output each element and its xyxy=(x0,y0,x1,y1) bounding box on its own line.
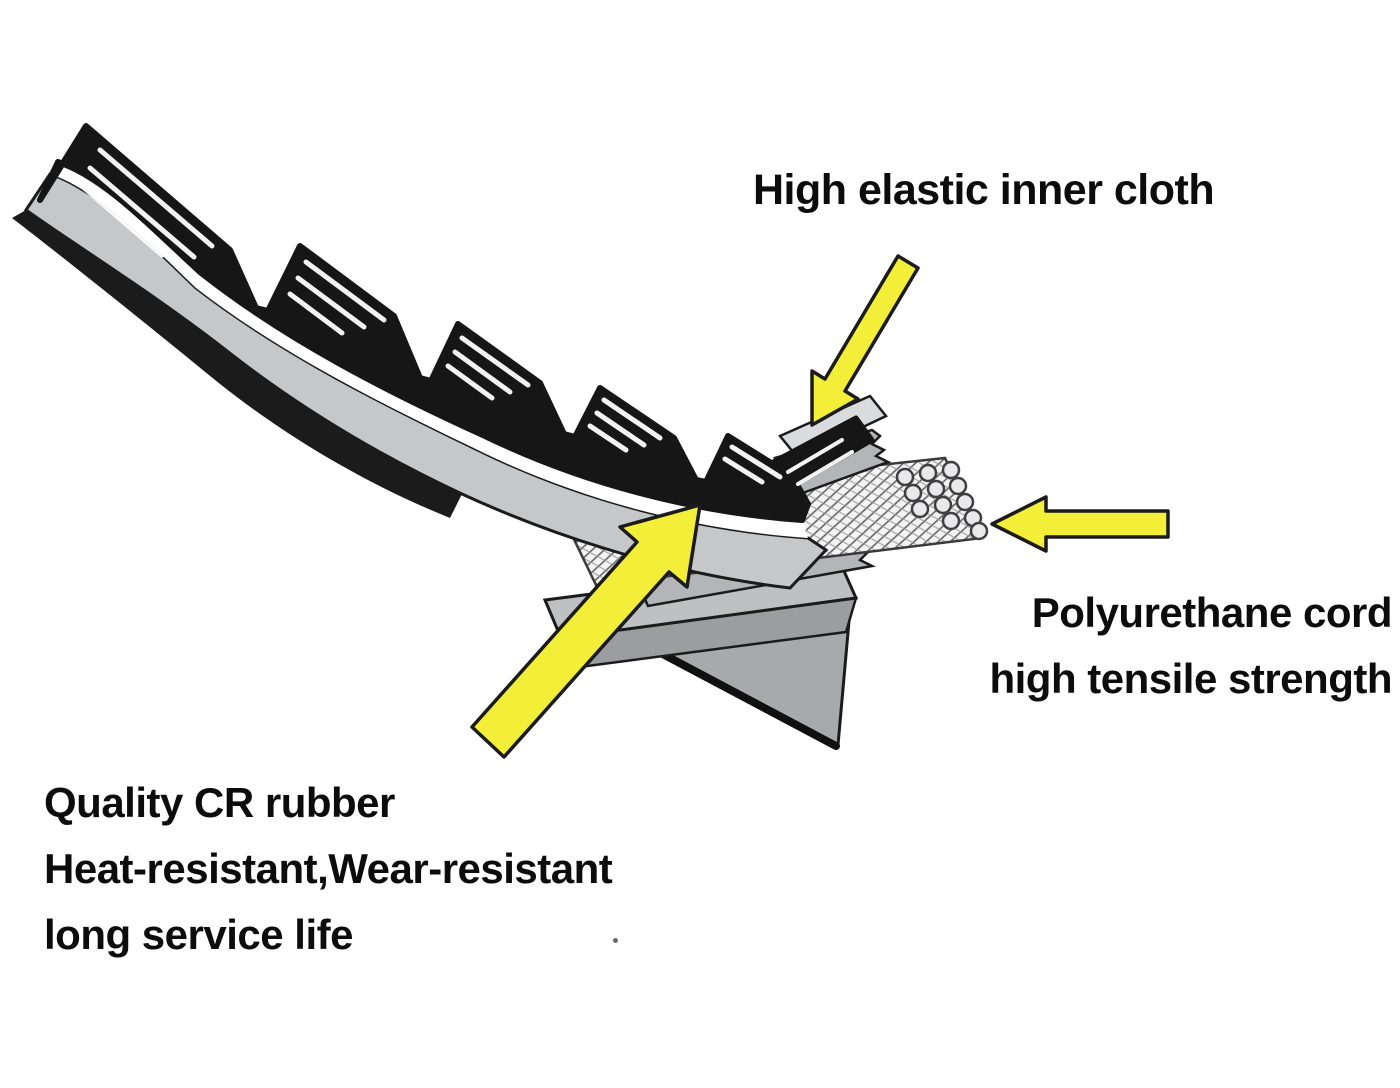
label-inner-cloth: High elastic inner cloth xyxy=(753,166,1215,214)
arrow-cord xyxy=(990,495,1170,553)
tooth-stripes xyxy=(79,147,854,486)
cord-end-circles xyxy=(895,460,989,541)
arrow-rubber xyxy=(470,503,702,759)
label-rubber-line2: Heat-resistant,Wear-resistant xyxy=(44,845,613,892)
stray-mark xyxy=(613,938,618,943)
label-cord-line1: Polyurethane cord xyxy=(1031,589,1393,636)
belt-edge-shadow xyxy=(12,210,462,518)
belt-teeth xyxy=(37,123,811,523)
label-rubber-line1: Quality CR rubber xyxy=(44,779,395,826)
label-rubber-line3: long service life xyxy=(44,911,353,958)
label-cr-rubber: Quality CR rubber Heat-resistant,Wear-re… xyxy=(44,770,613,968)
arrow-inner-cloth xyxy=(810,254,920,427)
label-cord-line2: high tensile strength xyxy=(989,655,1392,702)
label-polyurethane-cord: Polyurethane cord high tensile strength xyxy=(989,580,1392,712)
